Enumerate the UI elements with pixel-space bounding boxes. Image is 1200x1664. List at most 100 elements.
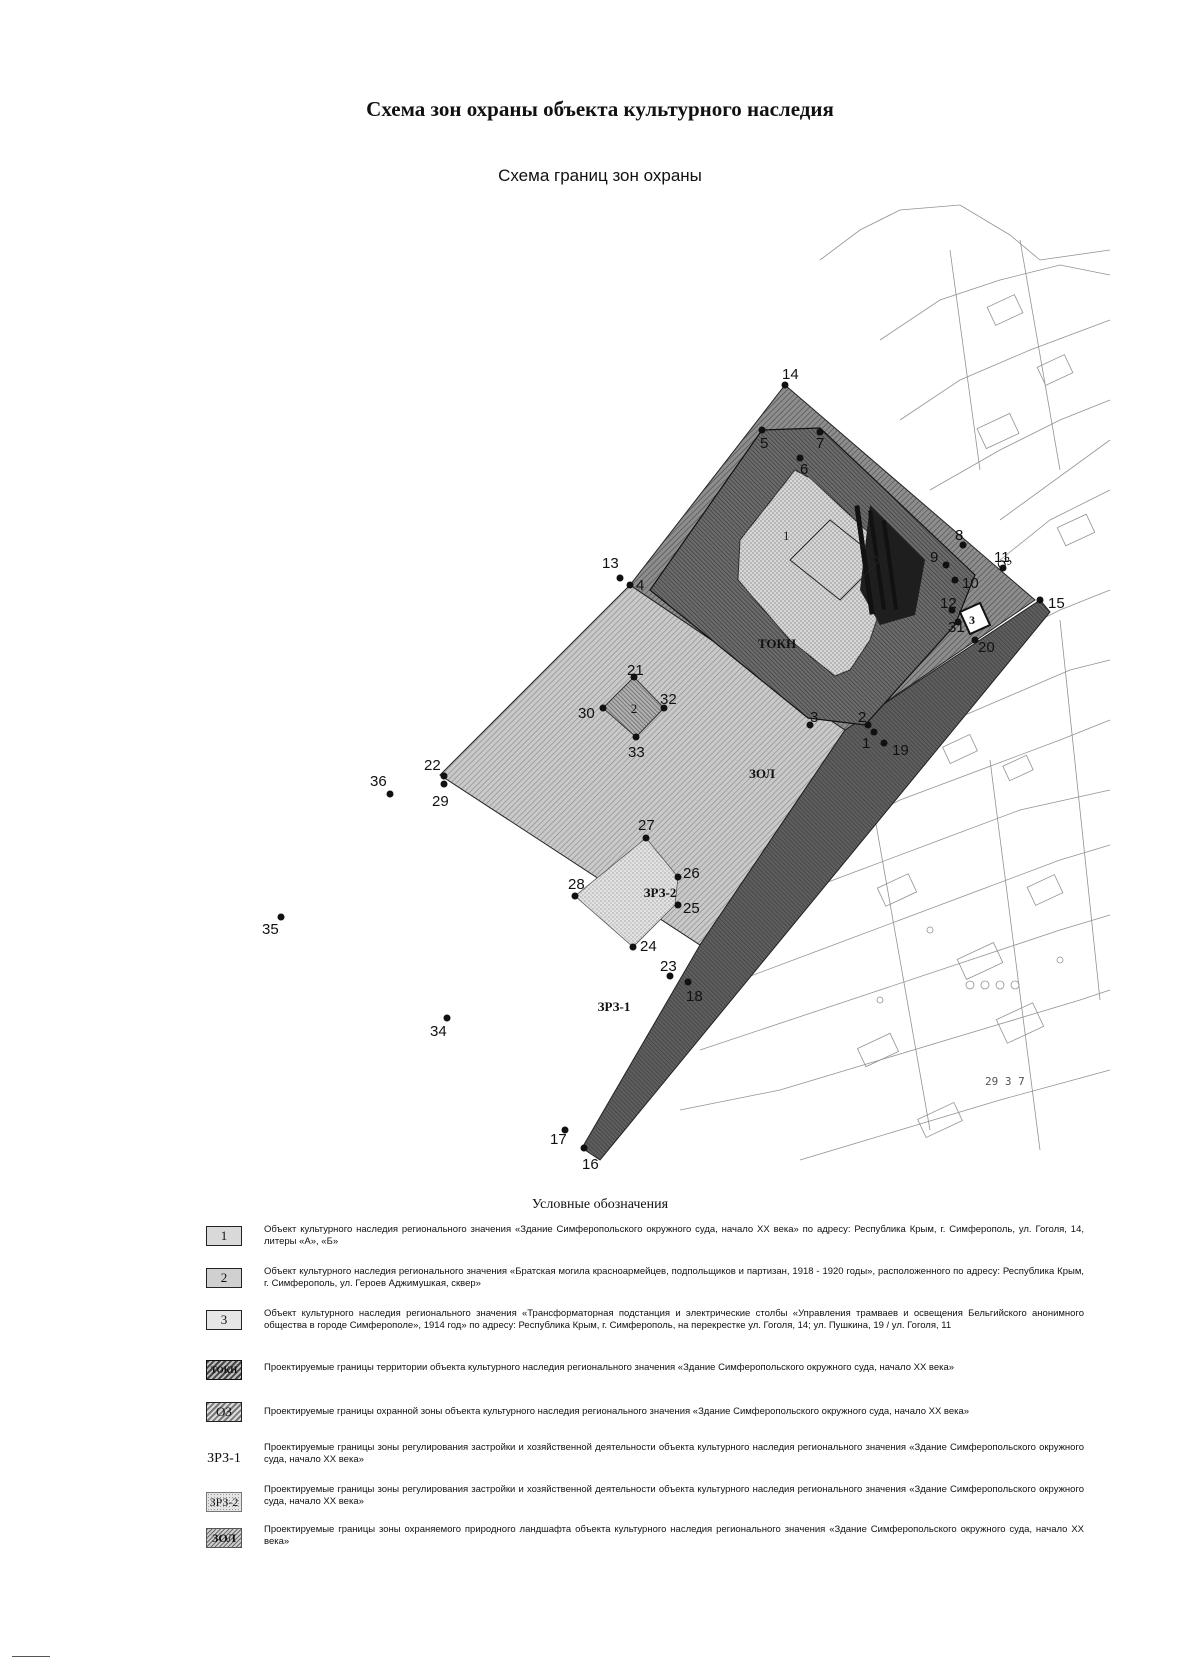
legend-swatch-obj2: 2 [206, 1268, 242, 1288]
legend-swatch-obj1: 1 [206, 1226, 242, 1246]
point-marker-17 [561, 1126, 569, 1134]
legend-text-zol: Проектируемые границы зоны охраняемого п… [264, 1524, 1084, 1547]
point-label-6: 6 [800, 461, 808, 478]
point-label-14: 14 [782, 366, 799, 383]
point-marker-8 [959, 541, 967, 549]
point-marker-26 [674, 873, 682, 881]
point-label-20: 20 [978, 639, 995, 656]
point-label-15: 15 [1048, 595, 1065, 612]
point-marker-13 [616, 574, 624, 582]
page-edge-mark [12, 1656, 50, 1657]
point-marker-35 [277, 913, 285, 921]
label-zrz2: ЗРЗ-2 [644, 885, 677, 900]
point-label-23: 23 [660, 958, 677, 975]
point-marker-34 [443, 1014, 451, 1022]
point-label-24: 24 [640, 938, 657, 955]
point-label-1: 1 [862, 735, 870, 752]
point-marker-4 [626, 581, 634, 589]
point-marker-20 [971, 636, 979, 644]
point-label-13: 13 [602, 555, 619, 572]
point-label-8: 8 [955, 527, 963, 544]
legend-heading: Условные обозначения [531, 1197, 669, 1212]
point-marker-15 [1036, 596, 1044, 604]
label-obj3: 3 [969, 613, 975, 627]
point-label-5: 5 [760, 435, 768, 452]
point-marker-6 [796, 454, 804, 462]
point-label-21: 21 [627, 662, 644, 679]
point-label-25: 25 [683, 900, 700, 917]
point-label-31: 31 [948, 619, 965, 636]
point-label-30: 30 [578, 705, 595, 722]
point-label-28: 28 [568, 876, 585, 893]
point-marker-7 [816, 428, 824, 436]
point-label-29: 29 [432, 793, 449, 810]
label-zol: ЗОЛ [749, 766, 775, 781]
legend-swatch-zrz1: ЗРЗ-1 [207, 1451, 241, 1466]
point-marker-33 [632, 733, 640, 741]
point-label-36: 36 [370, 773, 387, 790]
point-label-33: 33 [628, 744, 645, 761]
legend-swatch-oz: ОЗ [206, 1402, 242, 1422]
legend-swatch-tokn: ТОКН [206, 1360, 242, 1380]
point-marker-16 [580, 1144, 588, 1152]
point-label-22: 22 [424, 757, 441, 774]
zone-zrz2 [574, 837, 679, 948]
point-marker-3 [806, 721, 814, 729]
point-marker-9 [942, 561, 950, 569]
point-label-9: 9 [930, 549, 938, 566]
map-subtitle: Схема границ зон охраны [498, 166, 702, 185]
point-marker-36 [386, 790, 394, 798]
point-marker-22 [440, 772, 448, 780]
legend-text-zrz2: Проектируемые границы зоны регулирования… [264, 1484, 1084, 1507]
label-obj2: 2 [631, 701, 638, 716]
point-label-2: 2 [858, 709, 866, 726]
label-obj1: 1 [783, 528, 790, 543]
point-label-3: 3 [810, 709, 818, 726]
point-label-11: 11 [994, 549, 1010, 566]
point-marker-5 [758, 426, 766, 434]
label-tokn: ТОКН [758, 636, 796, 651]
point-label-16: 16 [582, 1156, 599, 1173]
point-label-4: 4 [636, 577, 644, 594]
point-label-12: 12 [940, 595, 957, 612]
point-label-26: 26 [683, 865, 700, 882]
object-3-substation [958, 601, 992, 636]
legend-swatch-zrz2: ЗРЗ-2 [206, 1492, 242, 1512]
point-marker-10 [951, 576, 959, 584]
point-label-7: 7 [816, 435, 824, 452]
point-marker-11 [999, 564, 1007, 572]
point-marker-12 [948, 606, 956, 614]
label-zrz1: ЗРЗ-1 [598, 999, 631, 1014]
point-label-10: 10 [962, 575, 979, 592]
point-label-32: 32 [660, 691, 677, 708]
point-marker-25 [674, 901, 682, 909]
point-marker-23 [666, 972, 674, 980]
point-marker-2 [864, 721, 872, 729]
point-marker-19 [880, 739, 888, 747]
page-title: Схема зон охраны объекта культурного нас… [366, 97, 834, 121]
point-marker-27 [642, 834, 650, 842]
legend-swatch-zol: ЗОЛ [206, 1528, 242, 1548]
legend-text-oz: Проектируемые границы охранной зоны объе… [264, 1406, 970, 1417]
point-marker-29 [440, 780, 448, 788]
point-label-35: 35 [262, 921, 279, 938]
legend-text-obj2: Объект культурного наследия региональног… [264, 1266, 1084, 1289]
legend-text-zrz1: Проектируемые границы зоны регулирования… [264, 1442, 1084, 1465]
label-oz: ОЗ [995, 553, 1015, 572]
point-marker-1 [870, 728, 878, 736]
zone-map: 29 3 7 1 3 ОЗ 2 ТОКН ЗОЛ ЗРЗ-2 ЗРЗ-1 [262, 204, 1111, 1173]
legend-text-obj3: Объект культурного наследия региональног… [264, 1308, 1084, 1331]
point-marker-28 [571, 892, 579, 900]
legend-swatch-obj3: 3 [206, 1310, 242, 1330]
legend-text-tokn: Проектируемые границы территории объекта… [264, 1362, 955, 1373]
basemap-number: 29 3 7 [985, 1075, 1025, 1088]
point-marker-24 [629, 943, 637, 951]
point-label-19: 19 [892, 742, 909, 759]
point-marker-14 [781, 381, 789, 389]
legend-text-obj1: Объект культурного наследия региональног… [264, 1224, 1084, 1247]
point-label-34: 34 [430, 1023, 447, 1040]
boundary-points: 1 2 3 4 5 6 7 8 9 10 11 12 13 14 15 16 1… [262, 366, 1065, 1173]
object-1-building [737, 469, 925, 677]
point-label-17: 17 [550, 1131, 567, 1148]
point-marker-31 [954, 618, 962, 626]
